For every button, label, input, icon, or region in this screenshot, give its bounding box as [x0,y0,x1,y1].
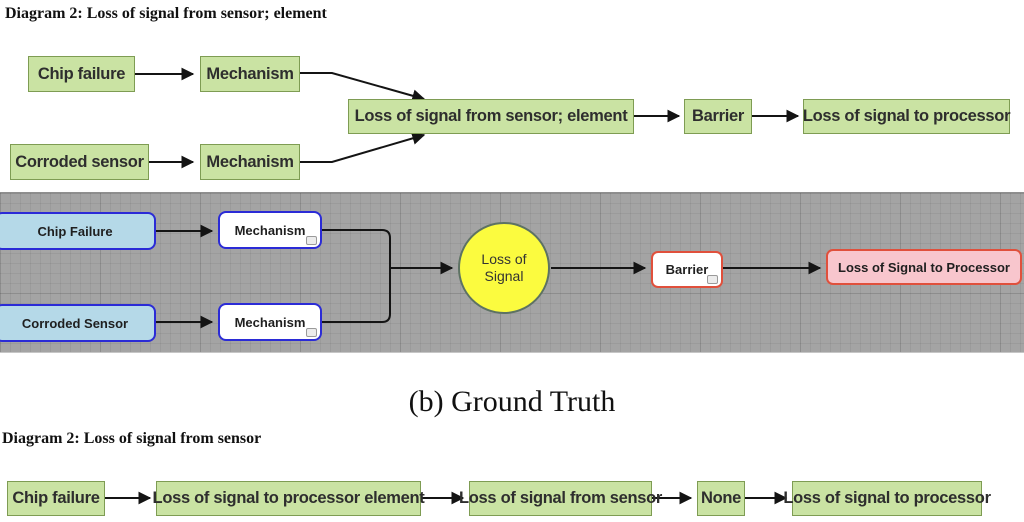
canvas-node-label: Loss of Signal to Processor [838,259,1010,275]
note-badge-icon [306,328,317,337]
node-mechanism-1: Mechanism [200,56,300,92]
canvas-node-label: Mechanism [234,314,306,330]
node-none: None [697,481,745,516]
bottom-diagram-title: Diagram 2: Loss of signal from sensor [2,430,262,447]
node-loss-to-processor: Loss of signal to processor [783,481,991,516]
node-chip-failure: Chip failure [28,56,135,92]
node-loss-from-sensor: Loss of signal from sensor; element [348,99,634,134]
arrow-top-mechanism2-to-loss [300,132,426,163]
canvas-node-corroded-sensor: Corroded Sensor [0,304,156,342]
node-loss-to-processor: Loss of signal to processor [803,99,1010,134]
canvas-node-label: Mechanism [234,222,306,238]
canvas-node-chip-failure: Chip Failure [0,212,156,250]
canvas-node-loss-of-signal: Loss of Signal [458,222,550,314]
note-badge-icon [707,275,718,284]
canvas-node-mechanism-2: Mechanism [218,303,322,341]
canvas-node-label: Barrier [665,262,709,277]
node-loss-from-sensor: Loss of signal from sensor [459,481,662,516]
canvas-node-label: Corroded Sensor [21,315,129,331]
canvas-node-mechanism-1: Mechanism [218,211,322,249]
node-mechanism-2: Mechanism [200,144,300,180]
node-chip-failure: Chip failure [7,481,105,516]
note-badge-icon [306,236,317,245]
canvas-node-barrier: Barrier [651,251,723,288]
canvas-node-label: Loss of Signal [481,250,527,285]
node-loss-to-processor-element: Loss of signal to processor element [153,481,425,516]
canvas-node-loss-to-processor: Loss of Signal to Processor [826,249,1022,285]
canvas-node-label: Chip Failure [37,223,113,239]
top-diagram-title: Diagram 2: Loss of signal from sensor; e… [5,5,327,22]
figure-caption: (b) Ground Truth [408,385,616,418]
arrow-top-mechanism1-to-loss [300,72,426,103]
node-barrier: Barrier [684,99,752,134]
node-corroded-sensor: Corroded sensor [10,144,149,180]
